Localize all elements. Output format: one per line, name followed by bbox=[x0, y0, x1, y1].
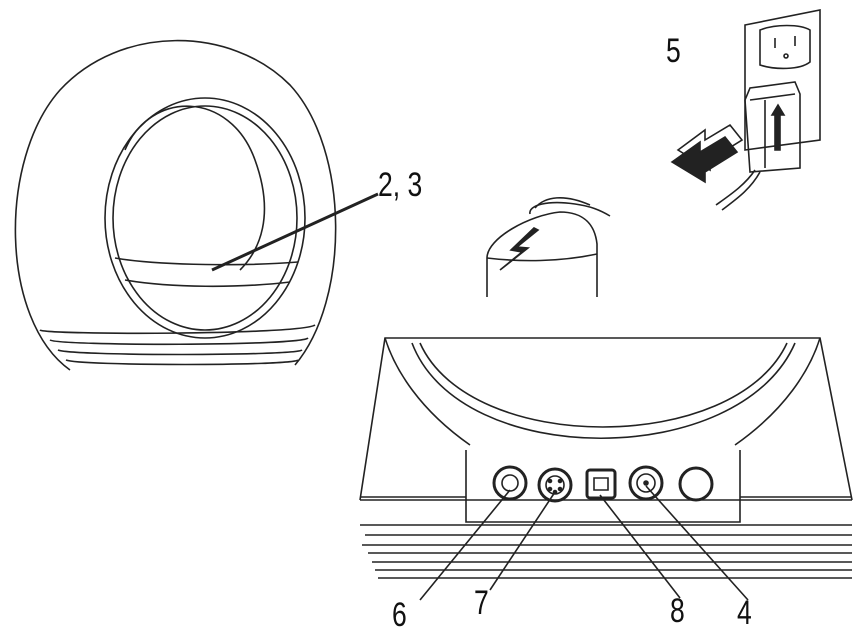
callout-port-6: 6 bbox=[392, 596, 407, 634]
leader-7 bbox=[490, 492, 555, 590]
callout-port-7: 7 bbox=[474, 584, 489, 622]
callout-port-4: 4 bbox=[737, 594, 752, 632]
wall-outlet bbox=[672, 10, 820, 210]
plug-arrow bbox=[772, 105, 784, 150]
leader-8 bbox=[600, 495, 680, 598]
port-unlabeled bbox=[680, 468, 712, 500]
callout-wall-outlet: 5 bbox=[666, 32, 681, 70]
port-left bbox=[494, 467, 526, 499]
usb-port-icon bbox=[587, 470, 615, 498]
sensor-window-leader bbox=[212, 194, 378, 270]
lightning-bolt bbox=[500, 228, 538, 270]
sphere-unit bbox=[15, 41, 378, 370]
leader-6 bbox=[420, 490, 510, 600]
callout-sensor-window: 2, 3 bbox=[378, 166, 423, 204]
port-minidin bbox=[539, 469, 571, 501]
port-power bbox=[630, 467, 662, 499]
leader-4 bbox=[646, 486, 748, 600]
base-unit bbox=[360, 338, 852, 600]
callout-port-8: 8 bbox=[670, 592, 685, 630]
power-adapter bbox=[487, 198, 610, 297]
